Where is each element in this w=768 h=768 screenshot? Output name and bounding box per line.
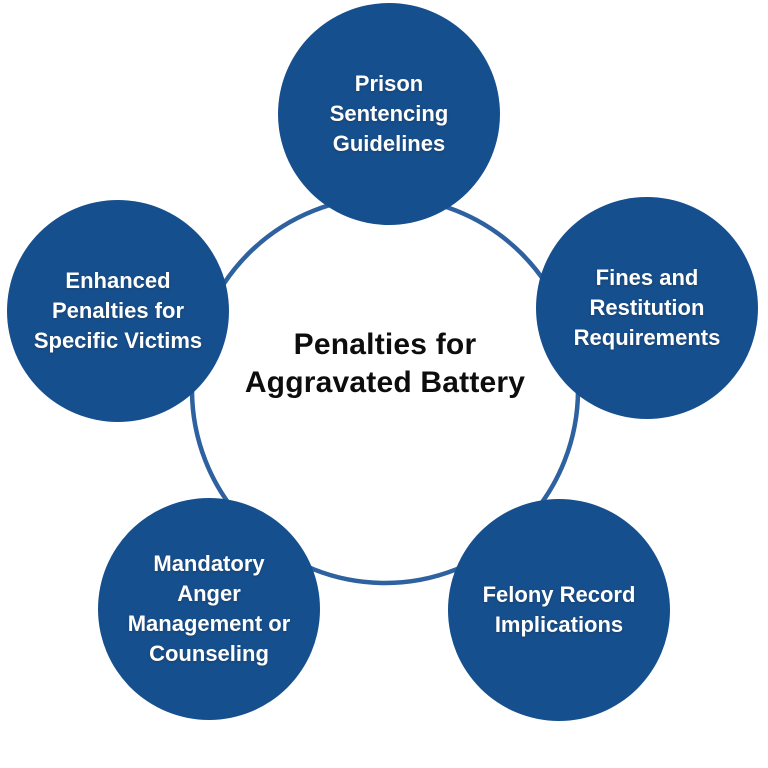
- node-label: Fines and Restitution Requirements: [573, 265, 721, 350]
- node-prison-sentencing-guidelines: Prison Sentencing Guidelines: [278, 3, 500, 225]
- node-enhanced-penalties: Enhanced Penalties for Specific Victims: [7, 200, 229, 422]
- node-fines-and-restitution: Fines and Restitution Requirements: [536, 197, 758, 419]
- node-label: Felony Record Implications: [482, 582, 636, 637]
- node-label: Prison Sentencing Guidelines: [329, 71, 449, 156]
- node-label: Mandatory Anger Management or Counseling: [127, 551, 291, 666]
- node-mandatory-anger-management: Mandatory Anger Management or Counseling: [98, 498, 320, 720]
- node-label: Enhanced Penalties for Specific Victims: [33, 268, 203, 353]
- node-felony-record: Felony Record Implications: [448, 499, 670, 721]
- diagram-title: Penalties for Aggravated Battery: [244, 328, 526, 399]
